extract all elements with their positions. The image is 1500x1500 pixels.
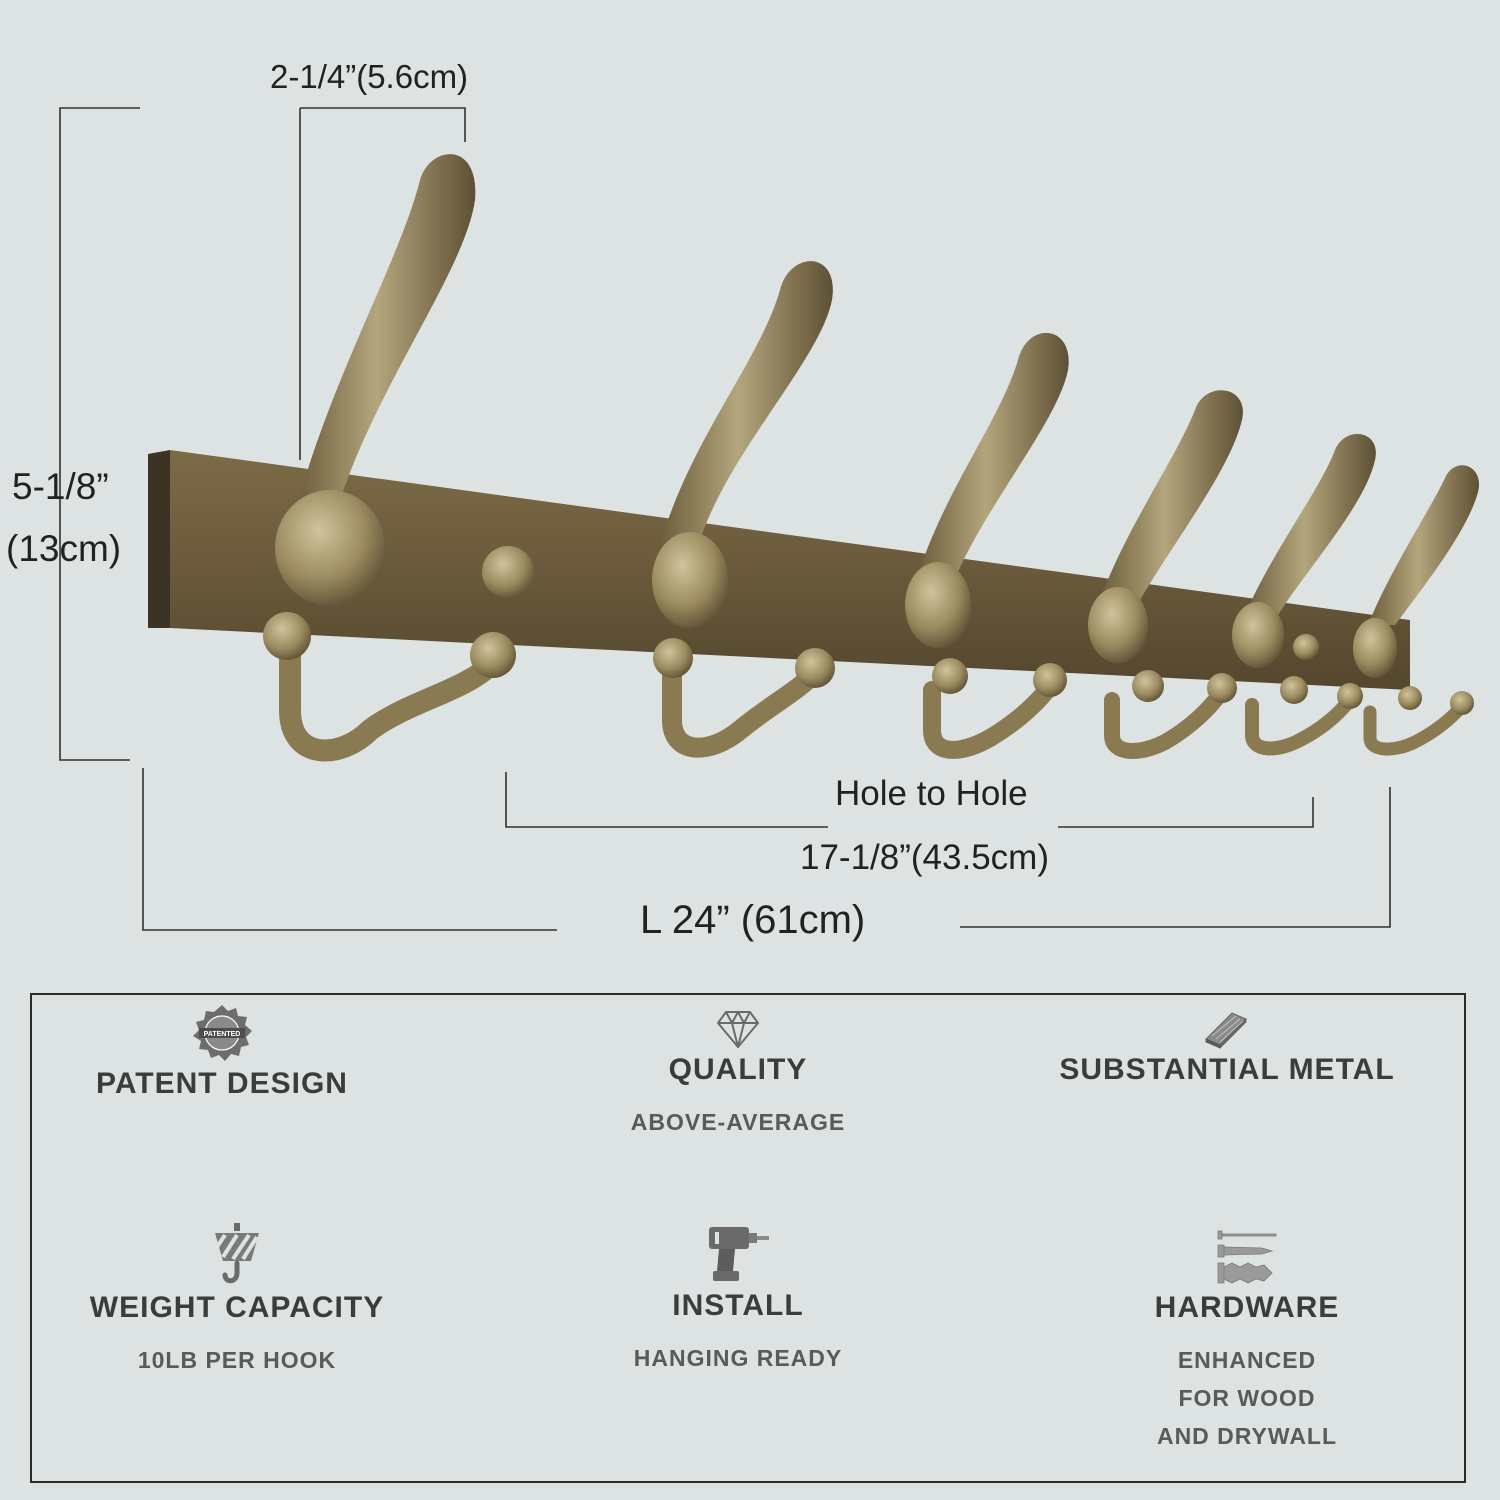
hook-1 xyxy=(263,154,516,762)
hook-2 xyxy=(652,261,835,758)
feature-title: INSTALL xyxy=(672,1289,804,1322)
feature-title: SUBSTANTIAL METAL xyxy=(1059,1053,1395,1086)
hook-6 xyxy=(1353,465,1480,756)
feature-title: QUALITY xyxy=(668,1053,808,1086)
hook-3 xyxy=(905,332,1069,759)
height-dimension-cm: (13cm) xyxy=(6,528,122,569)
hole-to-hole-label: Hole to Hole xyxy=(835,774,1028,813)
height-dimension-inches: 5-1/8” xyxy=(12,466,109,507)
weight-hook-icon xyxy=(215,1223,259,1284)
feature-title: WEIGHT CAPACITY xyxy=(89,1291,385,1324)
feature-substantial-metal: SUBSTANTIAL METAL xyxy=(1032,1009,1422,1087)
product-illustration xyxy=(59,107,1480,931)
feature-subtitle: ABOVE-AVERAGE xyxy=(630,1109,846,1135)
feature-install: INSTALL HANGING READY xyxy=(588,1221,888,1377)
drill-icon xyxy=(709,1227,769,1281)
subtitle-line: ENHANCED xyxy=(1177,1347,1317,1373)
hook-5 xyxy=(1232,433,1376,756)
features-panel: PATENTED PATENT DESIGN QUALITY ABOVE-AVE… xyxy=(30,993,1466,1483)
hook-width-dimension: 2-1/4”(5.6cm) xyxy=(270,58,469,95)
screw-anchor-icon xyxy=(1217,1230,1277,1284)
feature-quality: QUALITY ABOVE-AVERAGE xyxy=(588,1009,888,1141)
hole-to-hole-dimension: 17-1/8”(43.5cm) xyxy=(800,838,1049,877)
hook-4 xyxy=(1088,390,1243,759)
length-dimension: L 24” (61cm) xyxy=(640,898,866,942)
feature-subtitle: 10LB PER HOOK xyxy=(137,1347,337,1373)
metal-bars-icon xyxy=(1205,1012,1247,1049)
feature-hardware: HARDWARE ENHANCED FOR WOOD AND DRYWALL xyxy=(1092,1229,1402,1455)
feature-weight-capacity: WEIGHT CAPACITY 10LB PER HOOK xyxy=(72,1221,402,1379)
feature-title: HARDWARE xyxy=(1154,1291,1340,1324)
feature-title: PATENT DESIGN xyxy=(96,1067,348,1100)
feature-subtitle: HANGING READY xyxy=(633,1345,843,1371)
subtitle-line: AND DRYWALL xyxy=(1156,1423,1338,1449)
patented-seal-icon: PATENTED xyxy=(193,1005,252,1061)
subtitle-line: FOR WOOD xyxy=(1178,1385,1316,1411)
seal-text: PATENTED xyxy=(204,1031,241,1038)
feature-patent-design: PATENTED PATENT DESIGN xyxy=(72,1003,372,1101)
feature-subtitle: ENHANCED FOR WOOD AND DRYWALL xyxy=(1092,1341,1402,1455)
dimension-lines xyxy=(59,107,1391,931)
diamond-icon xyxy=(717,1011,759,1048)
